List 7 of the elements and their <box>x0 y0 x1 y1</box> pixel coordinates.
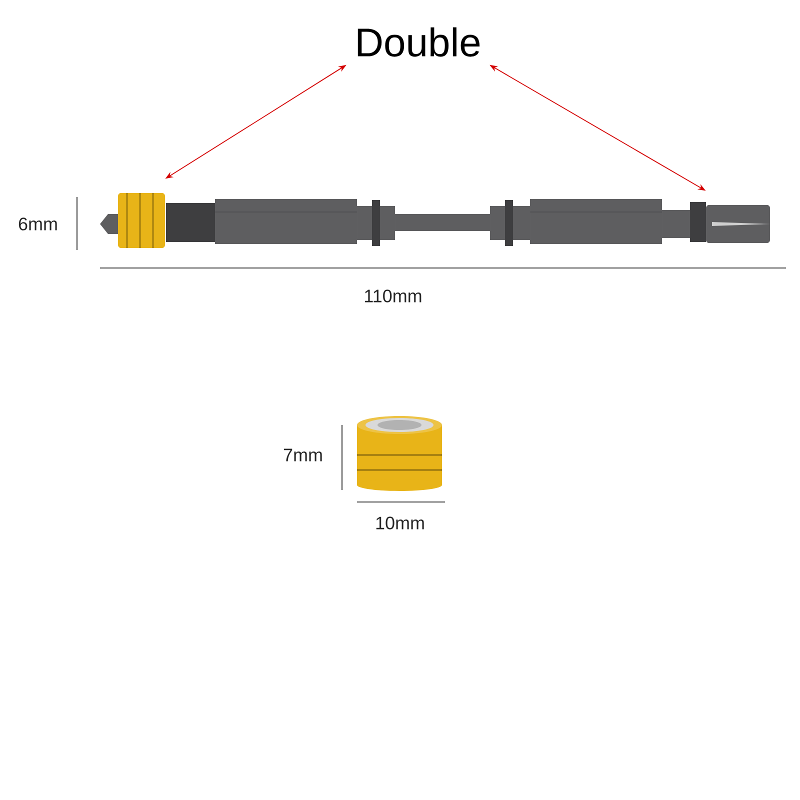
bit-tip <box>706 205 770 243</box>
dimension-label: 10mm <box>376 516 424 530</box>
dimension-label: 6mm <box>18 218 57 230</box>
title-text: Double <box>358 27 480 57</box>
magnetic-collar <box>118 192 165 249</box>
dimension-label: 7mm <box>284 448 322 462</box>
dimension-label: 110mm <box>365 290 422 302</box>
